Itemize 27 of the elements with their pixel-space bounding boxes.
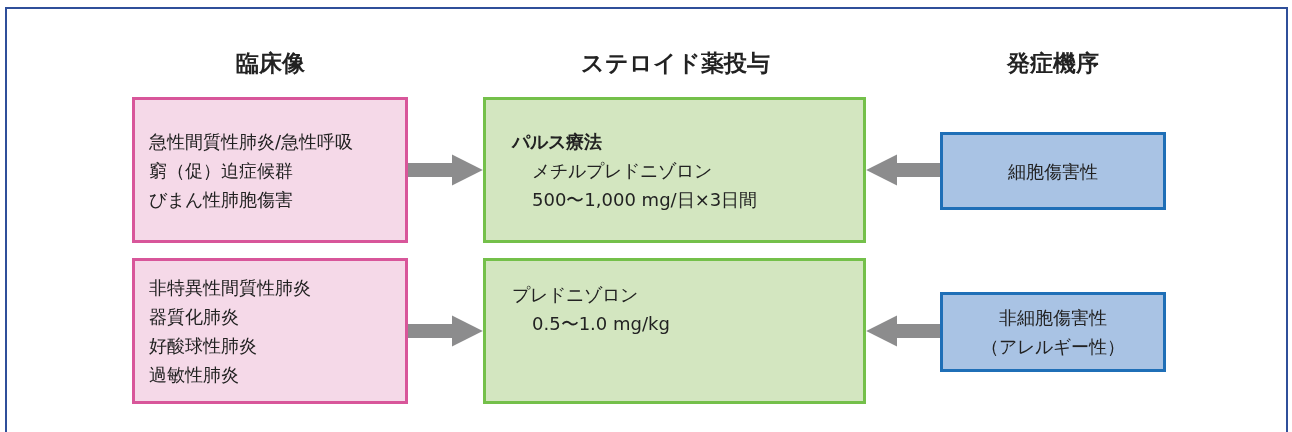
box-text: 非特異性間質性肺炎 [149,276,311,300]
column-heading: 発症機序 [1007,49,1099,78]
block-arrow [866,154,940,186]
clinical-box [132,258,408,404]
column-heading: ステロイド薬投与 [580,49,770,78]
box-text: 好酸球性肺炎 [149,334,257,358]
box-text: パルス療法 [512,129,602,154]
treatment-box [483,97,866,243]
box-text: 非細胞傷害性 [999,306,1107,330]
mechanism-box [940,292,1166,372]
box-text: 0.5〜1.0 mg/kg [532,312,670,336]
clinical-box [132,97,408,243]
box-text: 細胞傷害性 [1008,159,1098,184]
box-text: 器質化肺炎 [149,305,239,329]
box-text: メチルプレドニゾロン [532,158,712,183]
box-text: 500〜1,000 mg/日×3日間 [532,187,758,212]
box-text: 過敏性肺炎 [149,363,239,387]
column-heading: 臨床像 [235,49,305,78]
mechanism-box [940,132,1166,210]
block-arrow [408,315,483,347]
block-arrow [408,154,483,186]
treatment-box [483,258,866,404]
block-arrow [866,315,940,347]
box-text: びまん性肺胞傷害 [149,187,293,212]
box-text: （アレルギー性） [981,335,1125,359]
box-text: 急性間質性肺炎/急性呼吸窮（促）迫症候群 [149,129,355,183]
box-text: プレドニゾロン [512,283,638,307]
